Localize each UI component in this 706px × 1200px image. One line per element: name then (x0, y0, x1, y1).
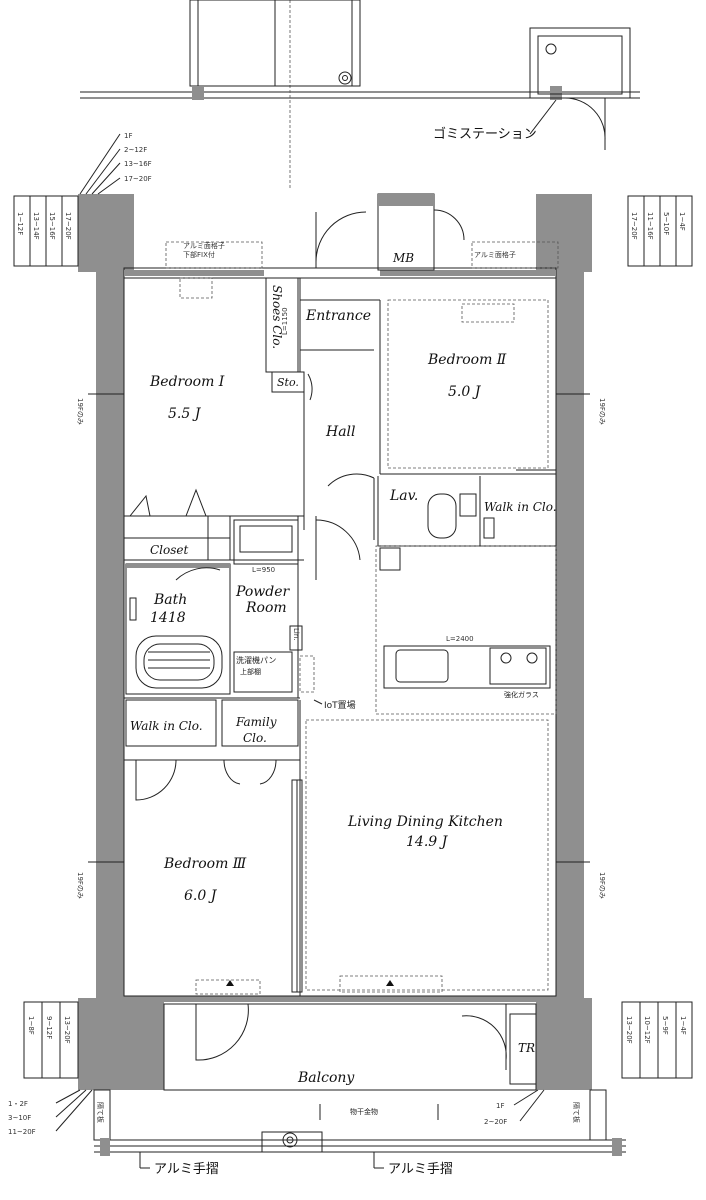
legend-col: 11~16F (646, 212, 654, 240)
bedroom-2: Bedroom Ⅱ 5.0 J 19Fのみ (379, 299, 606, 475)
legend-col: 10~12F (643, 1016, 651, 1044)
shoes-height-label: L=1150 (281, 307, 289, 335)
bedroom-2-name: Bedroom Ⅱ (427, 352, 507, 368)
partition-label: 隔て板 (572, 1102, 581, 1123)
legend-col: 1~12F (16, 212, 24, 235)
walk-in-closet-1-label: Walk in Clo. (130, 719, 203, 733)
walk-in-closet-2-label: Walk in Clo. (484, 500, 557, 514)
powder-room: L=950 Powder Room Lin. 洗濯機パン 上部棚 IoT置場 (233, 516, 356, 711)
shoes-closet-label: Shoes Clo. (270, 285, 284, 349)
glass-label: 強化ガラス (504, 690, 539, 699)
legend-col: 1~4F (679, 1016, 687, 1035)
top-left-legend: 1~12F 13~14F 15~16F 17~20F 1F 2~12F 13~1… (13, 132, 152, 267)
washer-label: 上部棚 (240, 667, 261, 676)
handrail: アルミ手摺 アルミ手摺 (93, 1089, 626, 1177)
legend-label: 1F (496, 1102, 504, 1110)
partition-label: 隔て板 (96, 1102, 105, 1123)
bottom-right-legend: 13~20F 10~12F 5~9F 1~4F 1F 2~20F (484, 1001, 693, 1126)
legend-col: 15~16F (48, 212, 56, 240)
powder-width-label: L=950 (252, 566, 275, 574)
bedroom-3: Bedroom Ⅲ 6.0 J 19Fのみ (76, 700, 303, 996)
legend-col: 13~14F (32, 212, 40, 240)
handrail-left-label: アルミ手摺 (154, 1162, 219, 1177)
handrail-right-label: アルミ手摺 (388, 1162, 453, 1177)
legend-label: 1F (124, 132, 132, 140)
balcony-label: Balcony (297, 1070, 355, 1086)
dryer-label: 物干金物 (350, 1107, 378, 1116)
washer-label: 洗濯機パン (236, 655, 276, 665)
floor-note: 19Fのみ (598, 398, 606, 425)
top-right-legend: 17~20F 11~16F 5~10F 1~4F (627, 195, 693, 267)
linen-label: Lin. (292, 628, 300, 641)
powder-line2: Room (245, 600, 287, 616)
kitchen: L=2400 強化ガラス (375, 545, 557, 715)
bedroom-2-size: 5.0 J (448, 384, 482, 400)
garbage-station-label: ゴミステーション (433, 126, 537, 142)
hall-label: Hall (325, 424, 356, 440)
legend-label: 13~16F (124, 160, 152, 168)
legend-col: 5~10F (662, 212, 670, 235)
bottom-left-legend: 1~8F 9~12F 13~20F 1・2F 3~10F 11~20F (8, 1001, 93, 1136)
legend-col: 13~20F (63, 1016, 71, 1044)
legend-label: 2~20F (484, 1118, 507, 1126)
garbage-station: ゴミステーション (433, 27, 631, 150)
iot-label: IoT置場 (324, 699, 356, 711)
mb-label: MB (392, 251, 414, 265)
entrance-label: Entrance (305, 308, 371, 324)
legend-col: 13~20F (625, 1016, 633, 1044)
legend-col: 5~9F (661, 1016, 669, 1035)
hall: Hall (307, 373, 375, 580)
ldk-name: Living Dining Kitchen (347, 814, 503, 830)
tr-label: TR (518, 1041, 535, 1055)
bedroom-1-size: 5.5 J (168, 406, 202, 422)
bedroom-3-size: 6.0 J (184, 888, 218, 904)
grille-label: アルミ面格子 (183, 241, 225, 250)
bedroom-1: Bedroom Ⅰ 5.5 J Closet 19Fのみ (76, 277, 305, 561)
storage-label: Sto. (277, 376, 299, 389)
ldk-size: 14.9 J (406, 834, 449, 850)
legend-col: 9~12F (45, 1016, 53, 1039)
legend-col: 17~20F (64, 212, 72, 240)
legend-label: 2~12F (124, 146, 147, 154)
lavatory: Lav. Walk in Clo. (377, 469, 557, 547)
bedroom-1-name: Bedroom Ⅰ (149, 374, 225, 390)
legend-col: 17~20F (630, 212, 638, 240)
legend-label: 11~20F (8, 1128, 36, 1136)
bath: Bath 1418 (125, 563, 231, 695)
kitchen-width-label: L=2400 (446, 635, 474, 643)
bath-label: Bath (153, 592, 187, 608)
closet-label: Closet (150, 543, 189, 557)
bedroom-3-name: Bedroom Ⅲ (163, 856, 247, 872)
bath-size: 1418 (150, 610, 186, 626)
grille-label: 下部FIX付 (183, 250, 215, 259)
top-corridor (80, 0, 640, 190)
lav-label: Lav. (389, 488, 418, 504)
balcony: TR Balcony 物干金物 隔て板 隔て板 (96, 975, 581, 1123)
grille-label: アルミ面格子 (474, 250, 516, 259)
ldk: Living Dining Kitchen 14.9 J 19Fのみ (305, 719, 606, 991)
family-closet-line2: Clo. (243, 731, 267, 745)
floor-note: 19Fのみ (76, 398, 84, 425)
floor-note: 19Fのみ (76, 872, 84, 899)
legend-col: 1~8F (27, 1016, 35, 1035)
legend-col: 1~4F (678, 212, 686, 231)
closets-middle: Walk in Clo. Family Clo. (124, 697, 300, 801)
entrance-area: MB Entrance Shoes Clo. L=1150 Sto. アルミ面格… (165, 193, 559, 393)
floor-note: 19Fのみ (598, 872, 606, 899)
family-closet-line1: Family (235, 715, 277, 729)
legend-label: 17~20F (124, 175, 152, 183)
outer-walls (78, 194, 592, 1090)
powder-line1: Powder (235, 584, 291, 600)
legend-label: 3~10F (8, 1114, 31, 1122)
legend-label: 1・2F (8, 1100, 28, 1108)
